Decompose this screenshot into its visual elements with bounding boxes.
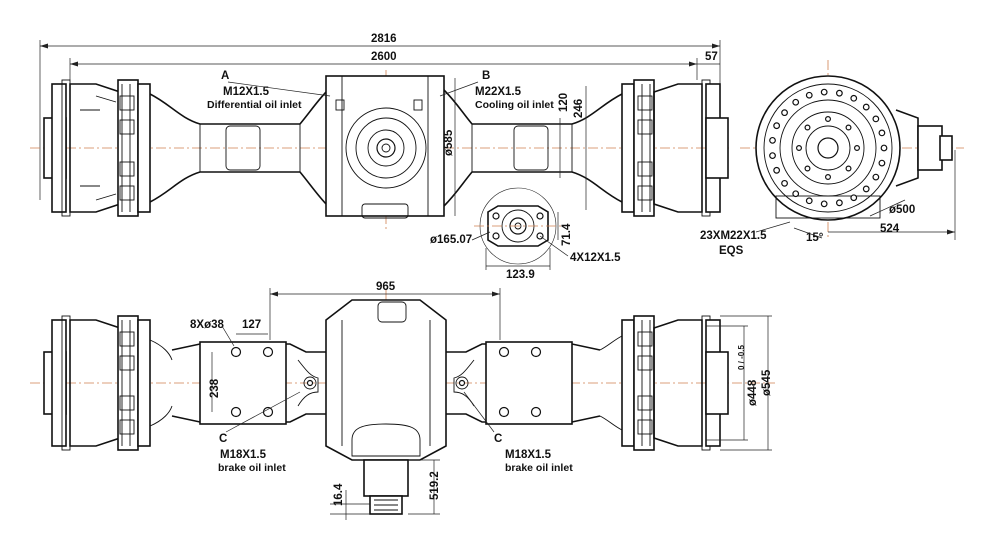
port-a-letter: A <box>221 70 229 82</box>
port-a-thread: M12X1.5 <box>223 86 270 98</box>
wheel-stud <box>773 122 781 130</box>
pilot-diameter-label: ø448 <box>747 379 759 406</box>
wheel-stud <box>835 199 843 207</box>
track-width-label: 2600 <box>371 51 397 63</box>
pad-bolt-holes <box>230 346 542 418</box>
input-drop-label: 519.2 <box>429 471 441 500</box>
top-left-wheel-end <box>43 79 151 217</box>
wheel-stud <box>805 197 813 205</box>
input-flange-detail: 71.4 123.9 ø165.07 4X12X1.5 <box>430 187 621 281</box>
brake-left-letter: C <box>219 433 227 445</box>
wheel-stud <box>835 89 843 97</box>
overall-width-label: 2816 <box>371 33 397 45</box>
wheel-stud <box>850 94 858 102</box>
wheel-stud <box>769 152 776 160</box>
hub-bolt <box>824 174 831 181</box>
input-width-label: 123.9 <box>506 269 535 281</box>
angle-label: 15° <box>806 232 824 244</box>
top-dimensions: 2816 2600 57 <box>39 33 721 200</box>
side-view-dims: ø500 524 15° 23XM22X1.5 EQS <box>700 150 956 257</box>
hub-bolt <box>853 145 860 152</box>
wheel-stud <box>872 115 880 123</box>
hub-bolt <box>804 165 811 172</box>
hub-bolt <box>795 145 802 152</box>
port-b-callout: B M22X1.5 Cooling oil inlet <box>439 70 554 111</box>
wheel-stud <box>769 136 776 144</box>
brake-right-thread: M18X1.5 <box>505 449 552 461</box>
housing-diameter-label: ø585 <box>443 129 455 156</box>
bottom-right-wheel-end <box>599 315 729 451</box>
housing-height-label: 120 <box>558 93 570 112</box>
wheel-stud <box>878 159 886 167</box>
brake-left-name: brake oil inlet <box>218 462 286 474</box>
top-vertical-dims: 120 246 ø585 <box>443 78 587 216</box>
input-offset-label: 16.4 <box>333 483 345 506</box>
input-spigot-label: 71.4 <box>561 223 573 246</box>
wheel-stud <box>872 173 880 181</box>
bolt-spacing-h-label: 127 <box>242 319 261 331</box>
wheel-stud <box>850 194 858 202</box>
brake-left-callout: C M18X1.5 brake oil inlet <box>218 391 301 474</box>
bottom-right-diameter-dims: ø448 0 / -0.5 ø545 <box>706 315 773 451</box>
brake-right-callout: C M18X1.5 brake oil inlet <box>463 391 573 474</box>
wheel-stud <box>792 98 800 106</box>
bolt-spacing-v-label: 238 <box>209 378 221 398</box>
wheel-stud <box>805 91 813 99</box>
bottom-left-wheel-end <box>43 315 173 451</box>
wheel-stud <box>862 185 870 193</box>
rim-offset-label: 524 <box>880 223 900 235</box>
hub-bolt <box>804 124 811 131</box>
port-a-callout: A M12X1.5 Differential oil inlet <box>207 70 331 111</box>
top-right-wheel-end <box>621 79 729 217</box>
input-holes-label: 4X12X1.5 <box>570 252 621 264</box>
top-center-housing <box>325 75 445 219</box>
hub-bolt <box>845 165 852 172</box>
wheel-stud <box>792 190 800 198</box>
port-b-letter: B <box>482 70 490 82</box>
flange-offset-label: 57 <box>705 51 718 63</box>
wheel-stud <box>820 88 828 96</box>
flange-height-label: 246 <box>573 99 585 118</box>
hub-bolt <box>824 115 831 122</box>
inner-bolt-ring <box>795 115 860 181</box>
stud-ring <box>769 88 888 208</box>
wheel-stud <box>773 166 781 174</box>
wheel-stud <box>880 144 888 152</box>
brake-left-thread: M18X1.5 <box>220 449 267 461</box>
input-drop-dims: 519.2 16.4 <box>330 459 441 520</box>
input-pcd-label: ø165.07 <box>430 234 472 246</box>
top-left-axle-arm <box>149 89 329 207</box>
port-a-name: Differential oil inlet <box>207 99 302 111</box>
rim-diameter-label: ø500 <box>889 204 915 216</box>
pilot-tolerance-label: 0 / -0.5 <box>737 345 746 370</box>
wheel-stud <box>862 103 870 111</box>
bottom-pad-dims: 8Xø38 127 238 <box>190 319 268 412</box>
hub-bolt <box>845 124 852 131</box>
brake-right-name: brake oil inlet <box>505 462 573 474</box>
wheel-stud <box>781 179 788 187</box>
port-b-name: Cooling oil inlet <box>475 99 554 111</box>
wheel-stud <box>878 129 886 137</box>
top-right-axle-arm <box>443 89 623 207</box>
flange-diameter-label: ø545 <box>761 369 773 396</box>
port-b-thread: M22X1.5 <box>475 86 522 98</box>
studs-note-label: EQS <box>719 245 744 257</box>
wheel-stud <box>820 200 828 208</box>
wheel-stud <box>781 109 788 117</box>
bottom-center-housing <box>325 299 447 515</box>
side-view-hub <box>740 60 964 240</box>
bolt-pattern-label: 8Xø38 <box>190 319 224 331</box>
center-span-label: 965 <box>376 281 396 293</box>
bottom-dims: 965 <box>269 281 501 340</box>
studs-label: 23XM22X1.5 <box>700 230 767 242</box>
brake-right-letter: C <box>494 433 502 445</box>
